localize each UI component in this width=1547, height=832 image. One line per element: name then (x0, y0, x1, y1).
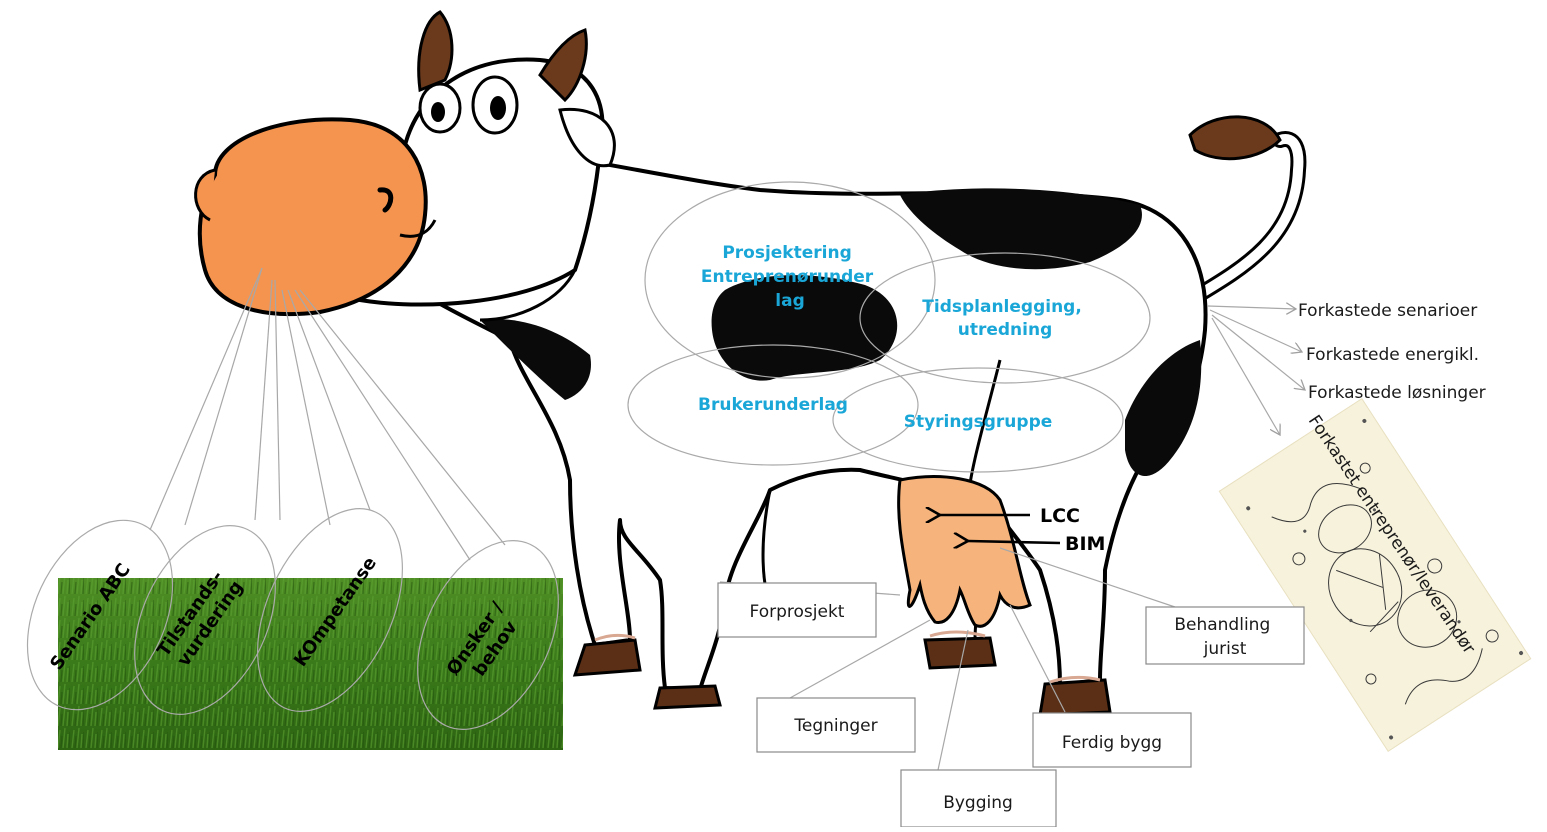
rejected-arrows (1208, 306, 1305, 435)
rejected-energikl: Forkastede energikl. (1306, 345, 1479, 365)
sketch-cartoon (1219, 399, 1530, 752)
label-brukerunderlag: Brukerunderlag (698, 395, 848, 415)
box-forprosjekt-label: Forprosjekt (750, 602, 845, 622)
box-bygging-label: Bygging (943, 793, 1013, 813)
rejected-senarioer: Forkastede senarioer (1298, 301, 1477, 321)
box-forprosjekt: Forprosjekt (718, 583, 876, 637)
box-bygging: Bygging (901, 770, 1056, 827)
label-bim: BIM (1065, 533, 1105, 555)
box-ferdig-bygg: Ferdig bygg (1033, 713, 1191, 767)
label-styringsgruppe: Styringsgruppe (904, 412, 1053, 432)
box-tegninger: Tegninger (757, 698, 915, 752)
box-ferdig-bygg-label: Ferdig bygg (1062, 733, 1162, 753)
label-lcc: LCC (1040, 505, 1080, 527)
box-tegninger-label: Tegninger (793, 716, 877, 736)
box-behandling: Behandling jurist (1146, 607, 1304, 664)
rejected-losninger: Forkastede løsninger (1308, 383, 1486, 403)
